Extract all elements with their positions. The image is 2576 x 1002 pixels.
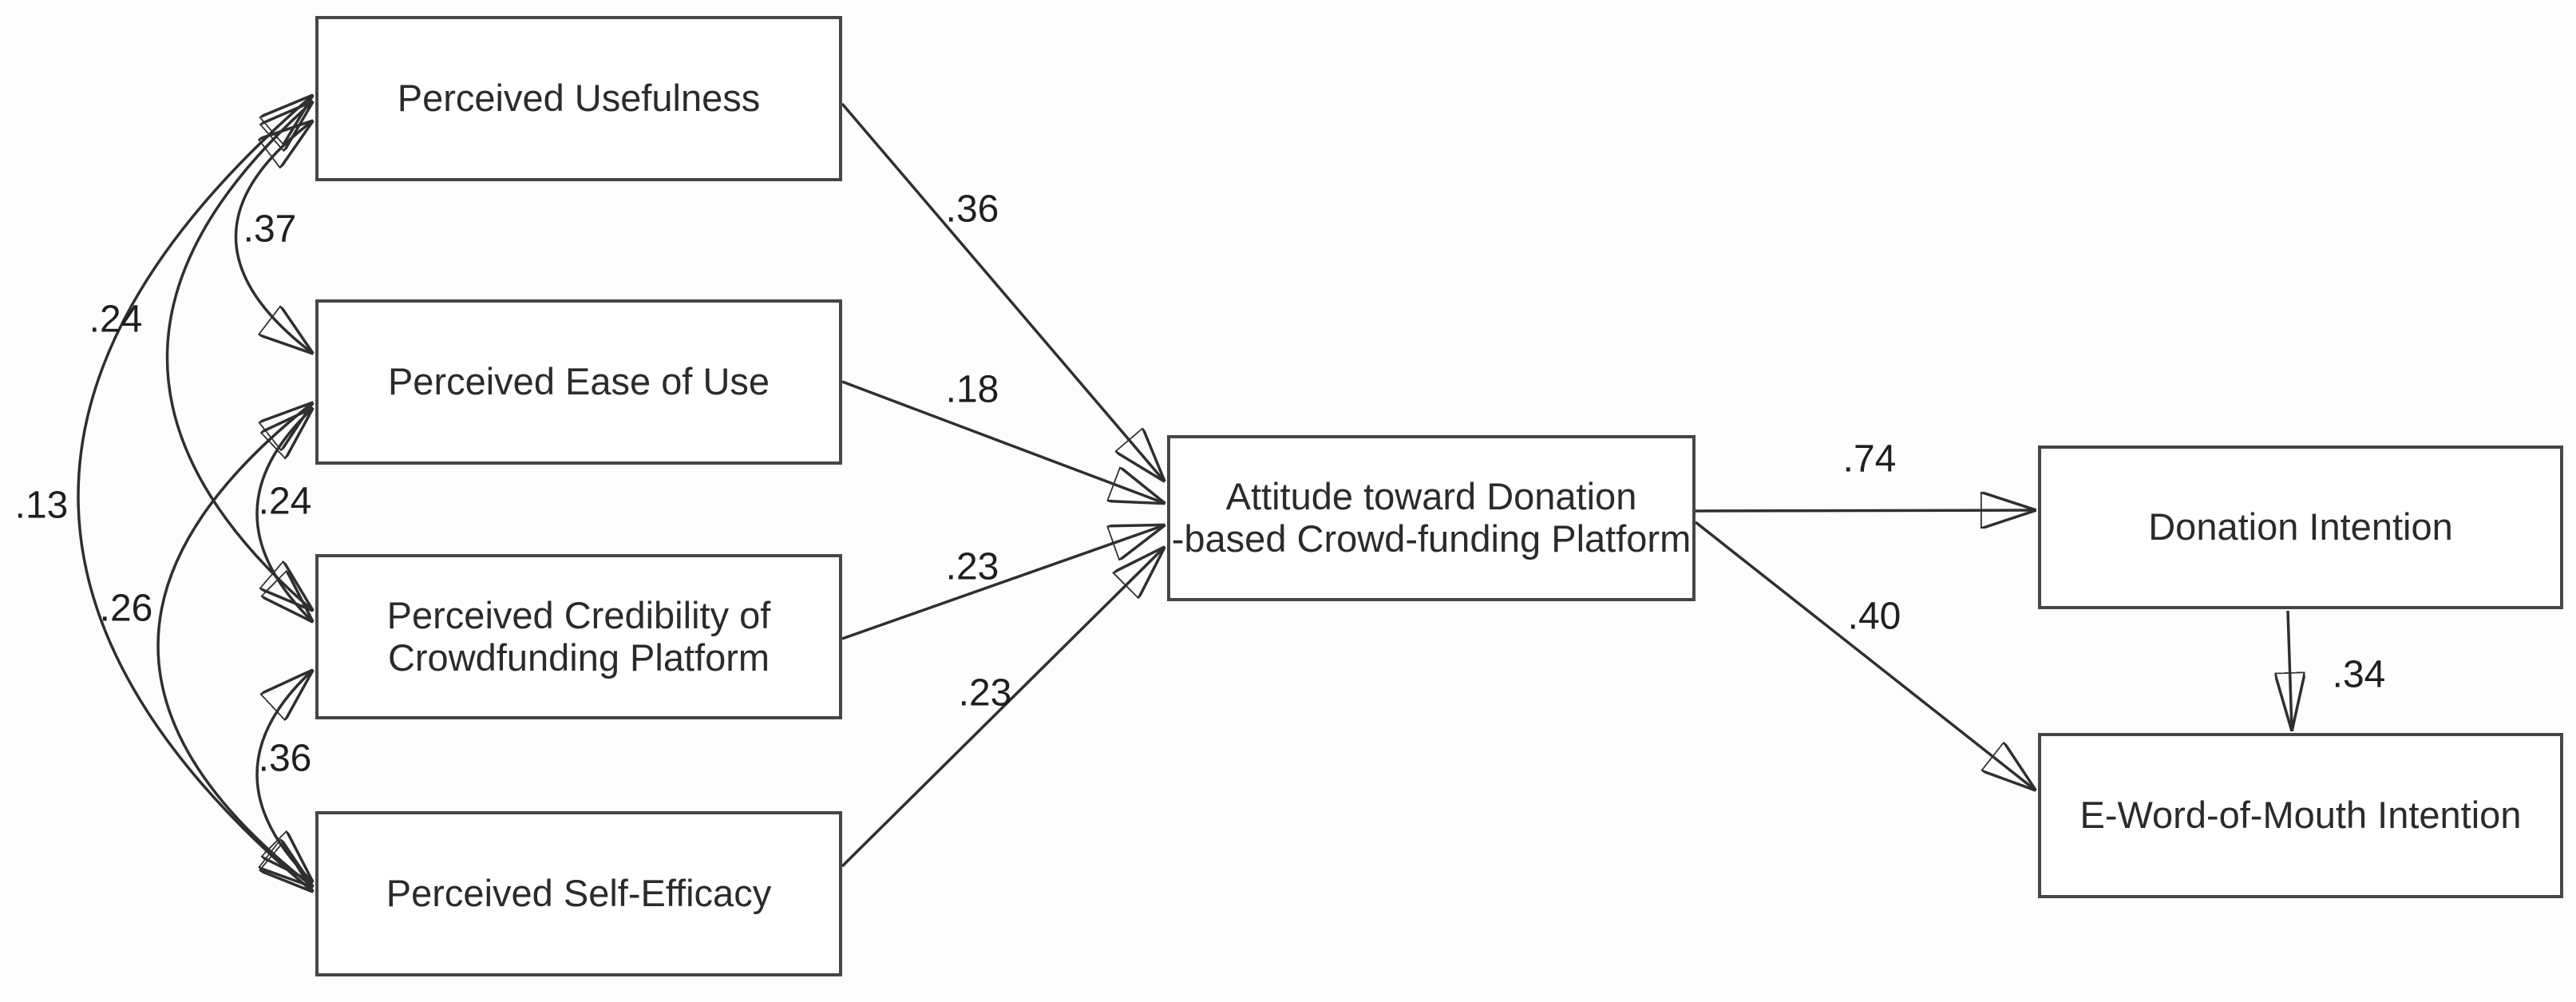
arrow-attitude-to-donation	[1695, 510, 2035, 511]
coef-usefulness-credibility: .24	[89, 298, 143, 341]
node-donation-intention: Donation Intention	[2038, 446, 2563, 609]
arrow-usefulness-to-attitude	[841, 102, 1164, 481]
coef-usefulness-attitude: .36	[945, 188, 999, 231]
arrow-donation-to-ewom	[2288, 610, 2292, 730]
arrow-self-efficacy-to-attitude	[841, 548, 1164, 868]
coef-credibility-attitude: .23	[945, 545, 999, 588]
correlation-arc-ease-self-efficacy	[156, 403, 312, 886]
arrow-credibility-to-attitude	[841, 525, 1164, 640]
coef-ease-attitude: .18	[945, 368, 999, 411]
coef-usefulness-self-efficacy: .13	[14, 484, 69, 527]
node-perceived-credibility: Perceived Credibility of Crowdfunding Pl…	[315, 554, 842, 719]
arrow-ease-to-attitude	[841, 380, 1164, 503]
coef-credibility-self-efficacy: .36	[258, 737, 312, 780]
coef-ease-credibility: .24	[258, 480, 312, 523]
coef-usefulness-ease: .37	[243, 208, 297, 251]
correlation-arc-usefulness-self-efficacy	[77, 96, 312, 891]
coef-self-efficacy-attitude: .23	[958, 671, 1012, 715]
node-perceived-usefulness: Perceived Usefulness	[315, 16, 842, 181]
node-attitude: Attitude toward Donation -based Crowd-fu…	[1167, 435, 1696, 601]
coef-ease-self-efficacy: .26	[99, 587, 153, 630]
correlation-arc-usefulness-credibility	[165, 102, 313, 610]
coef-donation-ewom: .34	[2332, 653, 2386, 696]
arrow-attitude-to-ewom	[1694, 521, 2035, 790]
correlation-arc-credibility-self-efficacy	[255, 671, 312, 881]
coef-attitude-donation: .74	[1842, 438, 1897, 481]
node-perceived-self-efficacy: Perceived Self-Efficacy	[315, 811, 842, 976]
node-perceived-ease-of-use: Perceived Ease of Use	[315, 299, 842, 465]
node-ewom-intention: E-Word-of-Mouth Intention	[2038, 733, 2563, 898]
coef-attitude-ewom: .40	[1847, 595, 1901, 638]
